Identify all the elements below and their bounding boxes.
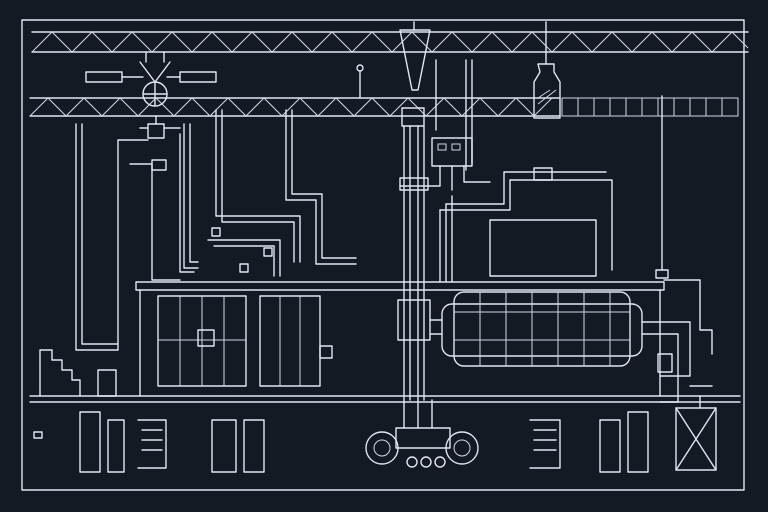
motor-assembly (365, 399, 479, 468)
left-tank (157, 295, 321, 387)
heat-exchanger (429, 291, 691, 403)
hanging-lamp (533, 21, 561, 119)
base-structure (29, 395, 741, 473)
left-pipe-bundle (75, 109, 357, 351)
control-box (399, 137, 491, 191)
right-pipes (356, 59, 473, 171)
main-platform (135, 281, 665, 397)
right-frame (439, 95, 713, 355)
central-column (397, 21, 431, 401)
left-stairs (33, 349, 117, 439)
middle-truss (29, 97, 739, 117)
frame-border (21, 19, 745, 491)
top-truss (31, 31, 749, 53)
support-stand (675, 385, 717, 471)
crane-trolley (85, 51, 217, 139)
misc-fittings (151, 159, 673, 373)
